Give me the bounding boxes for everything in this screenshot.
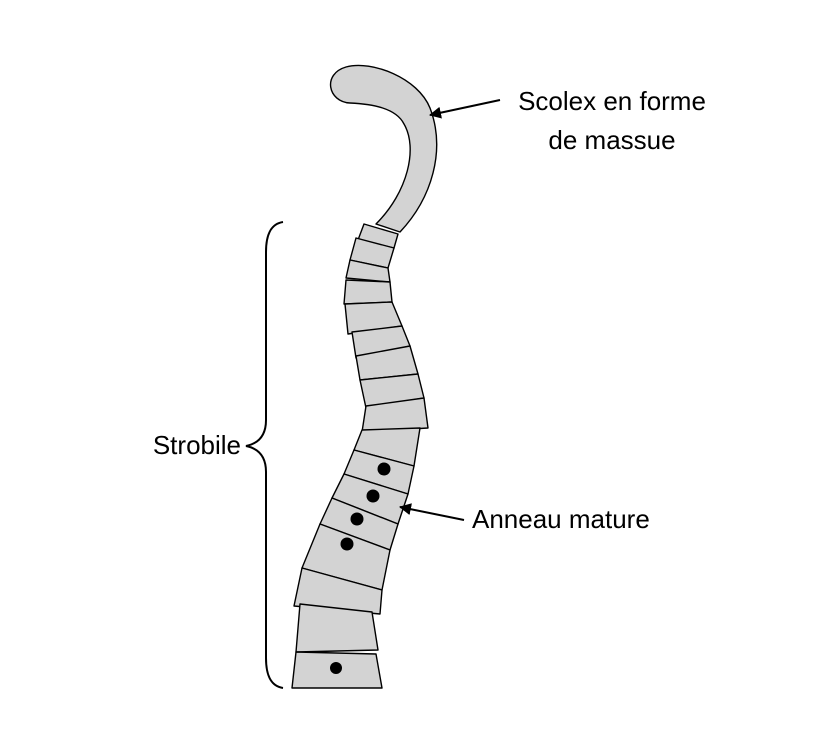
scolex-label-line2: de massue [548, 125, 675, 155]
scolex-label-line1: Scolex en forme [518, 86, 706, 116]
mature-segment-label: Anneau mature [472, 504, 650, 534]
proglottid [361, 397, 429, 433]
mature-segment-arrow [399, 503, 465, 521]
scolex-arrow [429, 99, 501, 119]
segment-dot [340, 537, 354, 551]
segment-dot [330, 662, 342, 674]
scolex [329, 64, 438, 233]
tapeworm [291, 64, 438, 689]
strobile-brace [245, 221, 284, 689]
proglottid [293, 567, 383, 615]
segment-dot [366, 489, 380, 503]
segment-dot [377, 462, 391, 476]
strobile-label: Strobile [153, 430, 241, 460]
proglottid [343, 279, 393, 305]
segment-dot [350, 512, 364, 526]
proglottid [295, 603, 379, 653]
